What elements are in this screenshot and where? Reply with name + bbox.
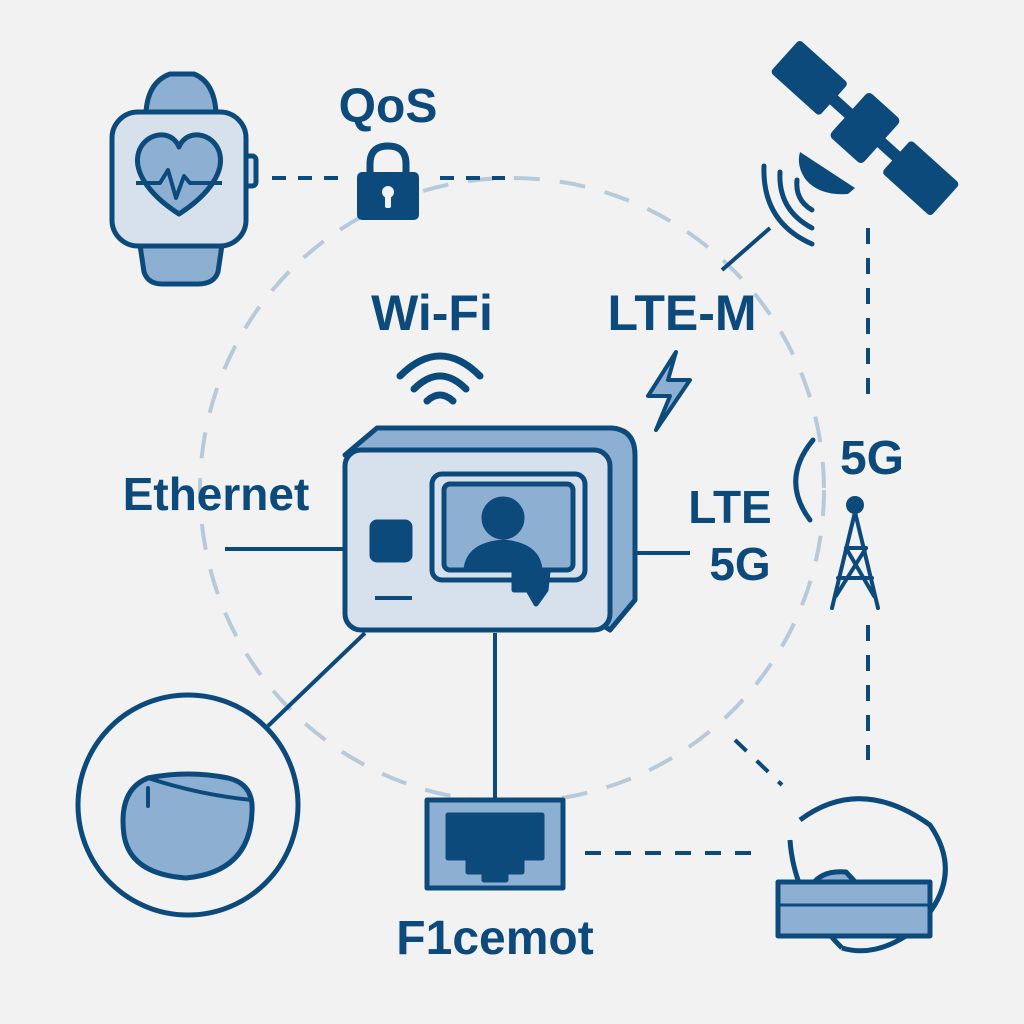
ethernet-port-icon [424, 797, 566, 891]
link-satellite-gateway [720, 226, 772, 272]
cell-tower-icon [793, 437, 880, 610]
smart-pod-icon [75, 692, 301, 918]
lightning-icon [646, 350, 692, 432]
tower-5g-label: 5G [840, 432, 904, 485]
video-call-gateway-icon [342, 425, 638, 633]
gateway-5g-label: 5G [709, 538, 770, 590]
lock-icon [357, 142, 419, 220]
link-gateway-pod [266, 631, 367, 728]
qos-label: QoS [339, 80, 438, 133]
bottom-node-label: F1cemot [396, 912, 593, 965]
wifi-icon [396, 352, 484, 405]
coverage-ring [198, 176, 826, 804]
smartwatch-heart-icon [109, 71, 259, 287]
lte-label: LTE [688, 481, 771, 533]
connections [225, 176, 870, 855]
bed-sensor-icon [775, 796, 948, 954]
link-ring-dock [733, 738, 784, 787]
satellite-icon [761, 41, 959, 247]
wifi-label: Wi-Fi [371, 285, 493, 341]
ethernet-label: Ethernet [123, 468, 310, 520]
ltem-label: LTE-M [607, 285, 756, 341]
